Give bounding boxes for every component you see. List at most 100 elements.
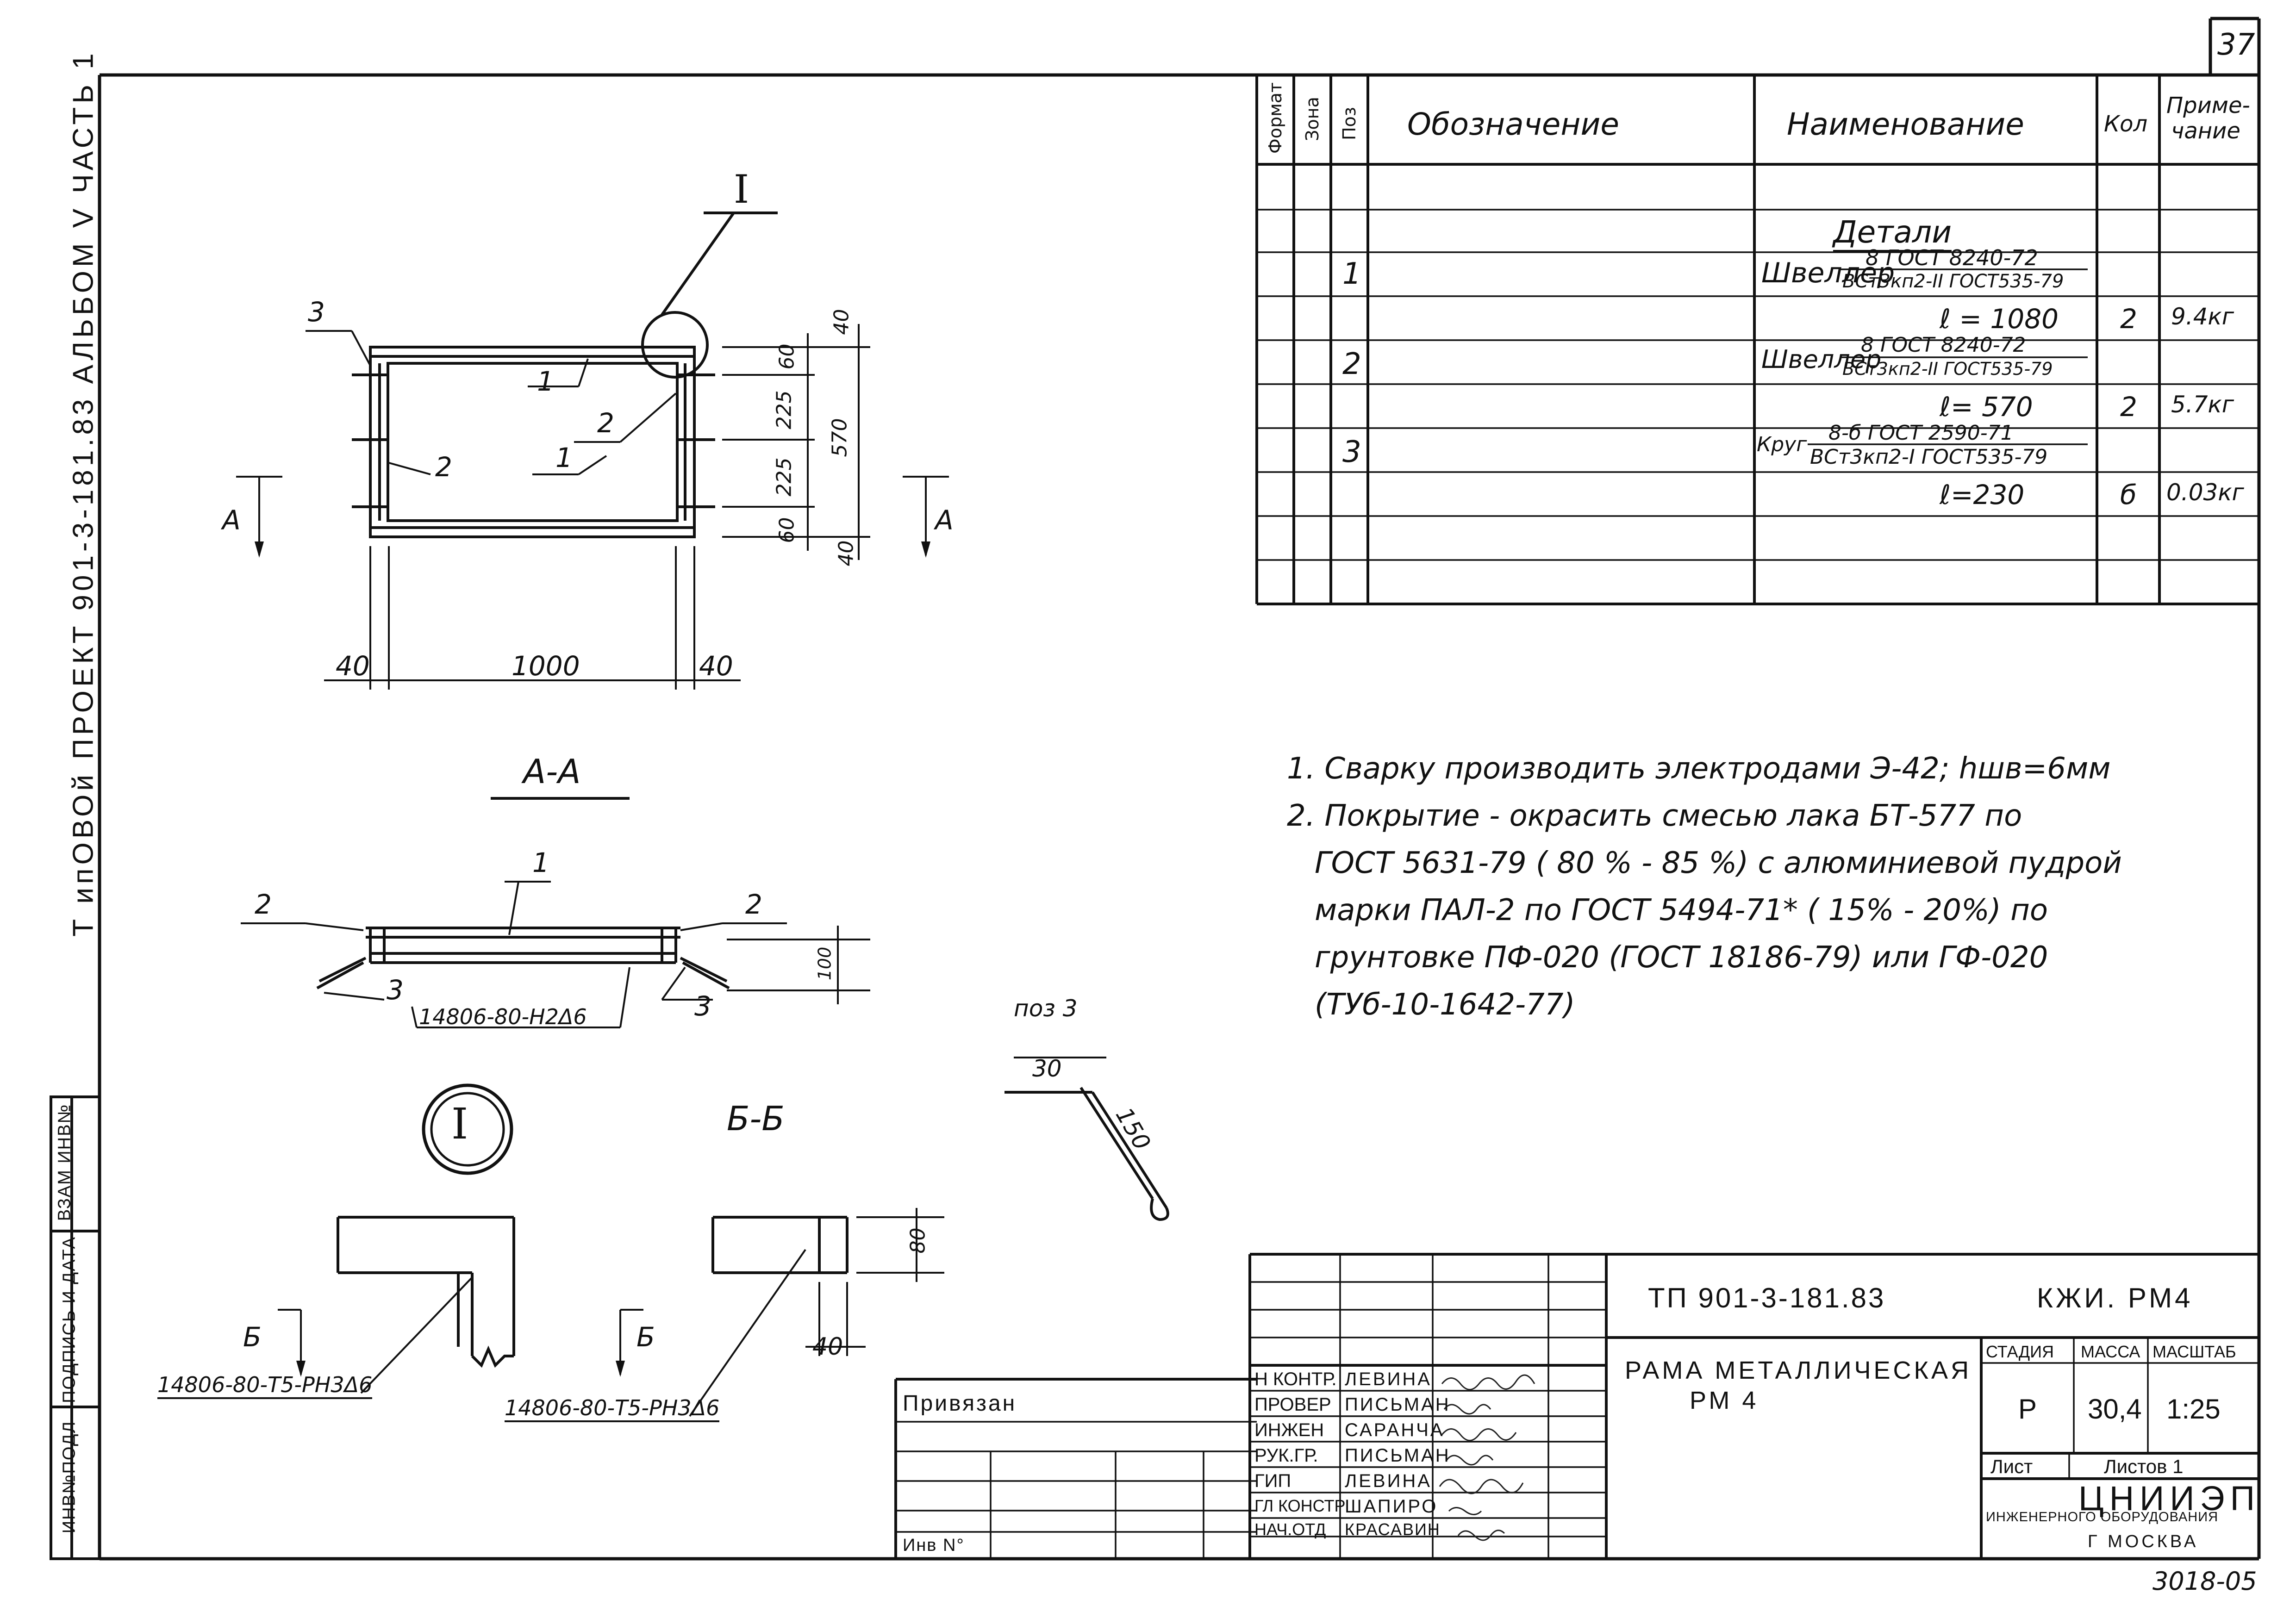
spec-row3-pos: 3 <box>1342 435 1361 469</box>
spec-row2-length: ℓ= 570 <box>1940 391 2033 423</box>
plan-dim-1000: 1000 <box>512 650 580 682</box>
tb-name-6: ШАПИРО <box>1345 1496 1438 1517</box>
plan-node-callout: I <box>734 167 749 212</box>
section-aa <box>241 797 870 1028</box>
spec-header-name: Наименование <box>1787 106 2024 142</box>
tb-role-7: НАЧ.ОТД <box>1254 1520 1326 1539</box>
tb-role-4: РУК.ГР. <box>1254 1445 1318 1466</box>
title-doc-code: ТП 901-3-181.83 <box>1648 1282 1886 1313</box>
section-aa-pos-1: 1 <box>532 847 549 878</box>
note-line-3: ГОСТ 5631-79 ( 80 % - 85 %) с алюминиево… <box>1315 846 2122 880</box>
section-aa-pos-2a: 2 <box>255 889 272 920</box>
stage-value: Р <box>2018 1394 2037 1425</box>
spec-header-note-2: чание <box>2171 118 2240 144</box>
spec-row1-frac-bottom: ВСт3кп2-II ГОСТ535-79 <box>1842 271 2064 292</box>
tb-role-2: ПРОВЕР <box>1254 1394 1331 1415</box>
pos3-dim-30: 30 <box>1032 1055 1062 1082</box>
plan-pos-1b: 1 <box>555 442 573 473</box>
note-line-5: грунтовке ПФ-020 (ГОСТ 18186-79) или ГФ-… <box>1315 940 2048 975</box>
org-city: Г МОСКВА <box>2088 1532 2199 1551</box>
spec-row1-note: 9.4кг <box>2171 303 2234 330</box>
spec-row1-qty: 2 <box>2120 303 2137 335</box>
spec-header-note-1: Приме- <box>2166 93 2250 118</box>
spec-row3-frac-bottom: ВСт3кп2-I ГОСТ535-79 <box>1810 445 2048 469</box>
plan-pos-2a: 2 <box>597 407 614 439</box>
scale-label: МАСШТАБ <box>2152 1342 2236 1361</box>
scale-value: 1:25 <box>2166 1394 2221 1425</box>
stage-label: СТАДИЯ <box>1986 1342 2054 1361</box>
title-line-2: РМ 4 <box>1690 1387 1759 1414</box>
sheets-label: Листов 1 <box>2104 1456 2184 1477</box>
spec-row1-pos: 1 <box>1342 257 1361 291</box>
tb-name-3: САРАНЧА <box>1345 1420 1445 1440</box>
spec-row3-frac-top: 8-б ГОСТ 2590-71 <box>1828 421 2014 445</box>
org-line-2: ИНЖЕНЕРНОГО ОБОРУДОВАНИЯ <box>1986 1510 2219 1524</box>
org-name: ЦНИИЭП <box>2078 1479 2260 1518</box>
section-bb-weld-left: 14806-80-Т5-РН3Δ6 <box>157 1372 373 1399</box>
section-aa-pos-3a: 3 <box>387 974 404 1006</box>
spec-header-designation: Обозначение <box>1407 106 1619 142</box>
spec-section-title: Детали <box>1833 214 1952 252</box>
tb-name-5: ЛЕВИНА <box>1345 1471 1432 1491</box>
binding-inv-no: Инв N° <box>903 1536 965 1555</box>
spec-row3-note: 0.03кг <box>2166 479 2244 506</box>
footer-code: 3018-05 <box>2152 1567 2257 1596</box>
spec-row3-qty: б <box>2120 479 2137 510</box>
note-line-4: марки ПАЛ-2 по ГОСТ 5494-71* ( 15% - 20%… <box>1315 893 2048 927</box>
plan-pos-2b: 2 <box>435 451 452 483</box>
spec-table-grid <box>1255 75 2259 605</box>
spec-row2-frac-bottom: ВСт3кп2-II ГОСТ535-79 <box>1842 359 2053 379</box>
tb-role-6: ГЛ КОНСТР <box>1254 1496 1346 1515</box>
notes-block: 1. Сварку производить электродами Э-42; … <box>1287 745 2122 1028</box>
mass-label: МАССА <box>2081 1342 2140 1361</box>
section-aa-title: А-А <box>523 752 581 791</box>
node-i-label: I <box>451 1099 468 1149</box>
section-aa-pos-2b: 2 <box>745 889 762 920</box>
pos3-title: поз 3 <box>1014 995 1078 1022</box>
mass-value: 30,4 <box>2088 1394 2142 1425</box>
tb-name-7: КРАСАВИН <box>1345 1520 1441 1539</box>
section-bb-dim-40: 40 <box>812 1333 843 1361</box>
section-bb-cut-right: Б <box>636 1321 655 1353</box>
tb-role-1: Н КОНТР. <box>1254 1369 1337 1389</box>
tb-role-3: ИНЖЕН <box>1254 1420 1324 1440</box>
plan-cut-left: А <box>222 504 241 536</box>
spec-row1-name: Швеллер <box>1761 257 1895 289</box>
note-line-1: 1. Сварку производить электродами Э-42; … <box>1287 752 2111 786</box>
section-bb-title: Б-Б <box>727 1099 785 1138</box>
plan-dim-40-left: 40 <box>336 650 370 682</box>
plan-cut-right: А <box>935 504 954 536</box>
note-line-2: 2. Покрытие - окрасить смесью лака БТ-57… <box>1287 799 2022 833</box>
spec-row2-note: 5.7кг <box>2171 391 2234 418</box>
spec-header-qty: Кол <box>2104 111 2148 137</box>
spec-row2-frac-top: 8 ГОСТ 8240-72 <box>1861 333 2026 357</box>
tb-name-4: ПИСЬМАН <box>1345 1445 1451 1466</box>
spec-row2-name: Швеллер <box>1761 345 1882 374</box>
title-mark: КЖИ. РМ4 <box>2037 1282 2193 1313</box>
pos3-sketch <box>1004 1057 1169 1221</box>
plan-view <box>236 212 949 690</box>
section-aa-pos-3b: 3 <box>694 990 711 1022</box>
tb-name-1: ЛЕВИНА <box>1345 1369 1432 1389</box>
note-line-6: (ТУб-10-1642-77) <box>1315 988 1575 1022</box>
section-bb-cut-left: Б <box>243 1321 262 1353</box>
section-aa-weld: 14806-80-Н2Δ6 <box>419 1004 587 1029</box>
spec-row3-name: Круг <box>1757 433 1807 456</box>
page-number: 37 <box>2217 28 2255 62</box>
title-line-1: РАМА МЕТАЛЛИЧЕСКАЯ <box>1625 1356 1972 1384</box>
tb-name-2: ПИСЬМАН <box>1345 1394 1451 1415</box>
binding-privyazan: Привязан <box>903 1391 1017 1416</box>
spec-row3-length: ℓ=230 <box>1940 479 2025 510</box>
spec-row1-length: ℓ = 1080 <box>1940 303 2059 335</box>
plan-pos-3: 3 <box>308 296 325 328</box>
section-bb <box>278 1208 944 1417</box>
plan-pos-1a: 1 <box>537 366 554 397</box>
sheet-label: Лист <box>1990 1456 2033 1477</box>
spec-row1-frac-top: 8 ГОСТ 8240-72 <box>1866 245 2038 270</box>
section-bb-weld-right: 14806-80-Т5-РН3Δ6 <box>505 1395 720 1422</box>
spec-row2-pos: 2 <box>1342 347 1361 381</box>
spec-row2-qty: 2 <box>2120 391 2137 423</box>
